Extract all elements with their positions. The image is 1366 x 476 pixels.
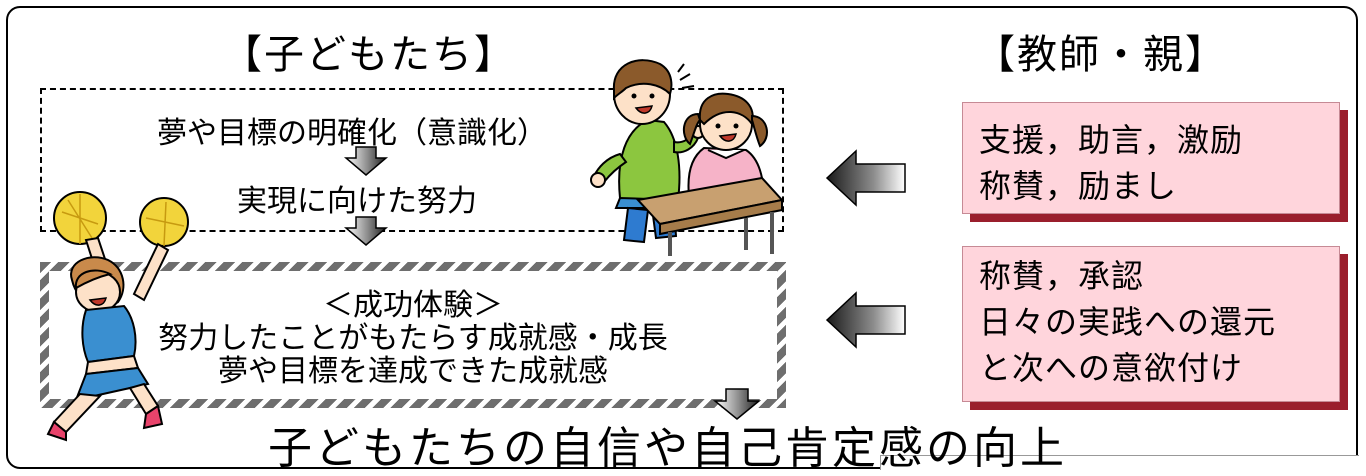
left-arrow-icon — [825, 149, 906, 207]
support-box: 支援，助言，激励 称賛，励まし — [962, 102, 1340, 214]
goal-process-box — [40, 88, 784, 232]
cheerleader-illustration — [46, 191, 189, 442]
recognition-line-practice: 日々の実践への還元 — [979, 303, 1277, 341]
adults-heading: 【教師・親】 — [975, 32, 1227, 78]
down-arrow-icon — [343, 216, 389, 246]
success-line-achievement: 夢や目標を達成できた成就感 — [218, 354, 608, 389]
children-heading: 【子どもたち】 — [222, 32, 516, 78]
children-talking-illustration — [590, 59, 784, 256]
recognition-line-praise: 称賛，承認 — [979, 257, 1145, 295]
frame-tab — [880, 455, 1359, 470]
success-line-growth: 努力したことがもたらす成就感・成長 — [158, 321, 668, 356]
success-title: ＜成功体験＞ — [323, 288, 503, 323]
recognition-box: 称賛，承認 日々の実践への還元 と次への意欲付け — [962, 246, 1340, 402]
recognition-line-motivation: と次への意欲付け — [979, 349, 1244, 387]
support-line-praise: 称賛，励まし — [979, 167, 1178, 205]
left-arrow-icon — [825, 291, 906, 349]
support-line-advice: 支援，助言，激励 — [979, 121, 1244, 159]
effort-text: 実現に向けた努力 — [237, 184, 477, 219]
down-arrow-icon — [712, 388, 762, 420]
result-statement: 子どもたちの自信や自己肯定感の向上 — [268, 423, 1067, 474]
goal-clarification-text: 夢や目標の明確化（意識化） — [157, 116, 547, 151]
down-arrow-icon — [343, 146, 389, 176]
success-experience-box: ＜成功体験＞ 努力したことがもたらす成就感・成長 夢や目標を達成できた成就感 — [40, 262, 786, 408]
